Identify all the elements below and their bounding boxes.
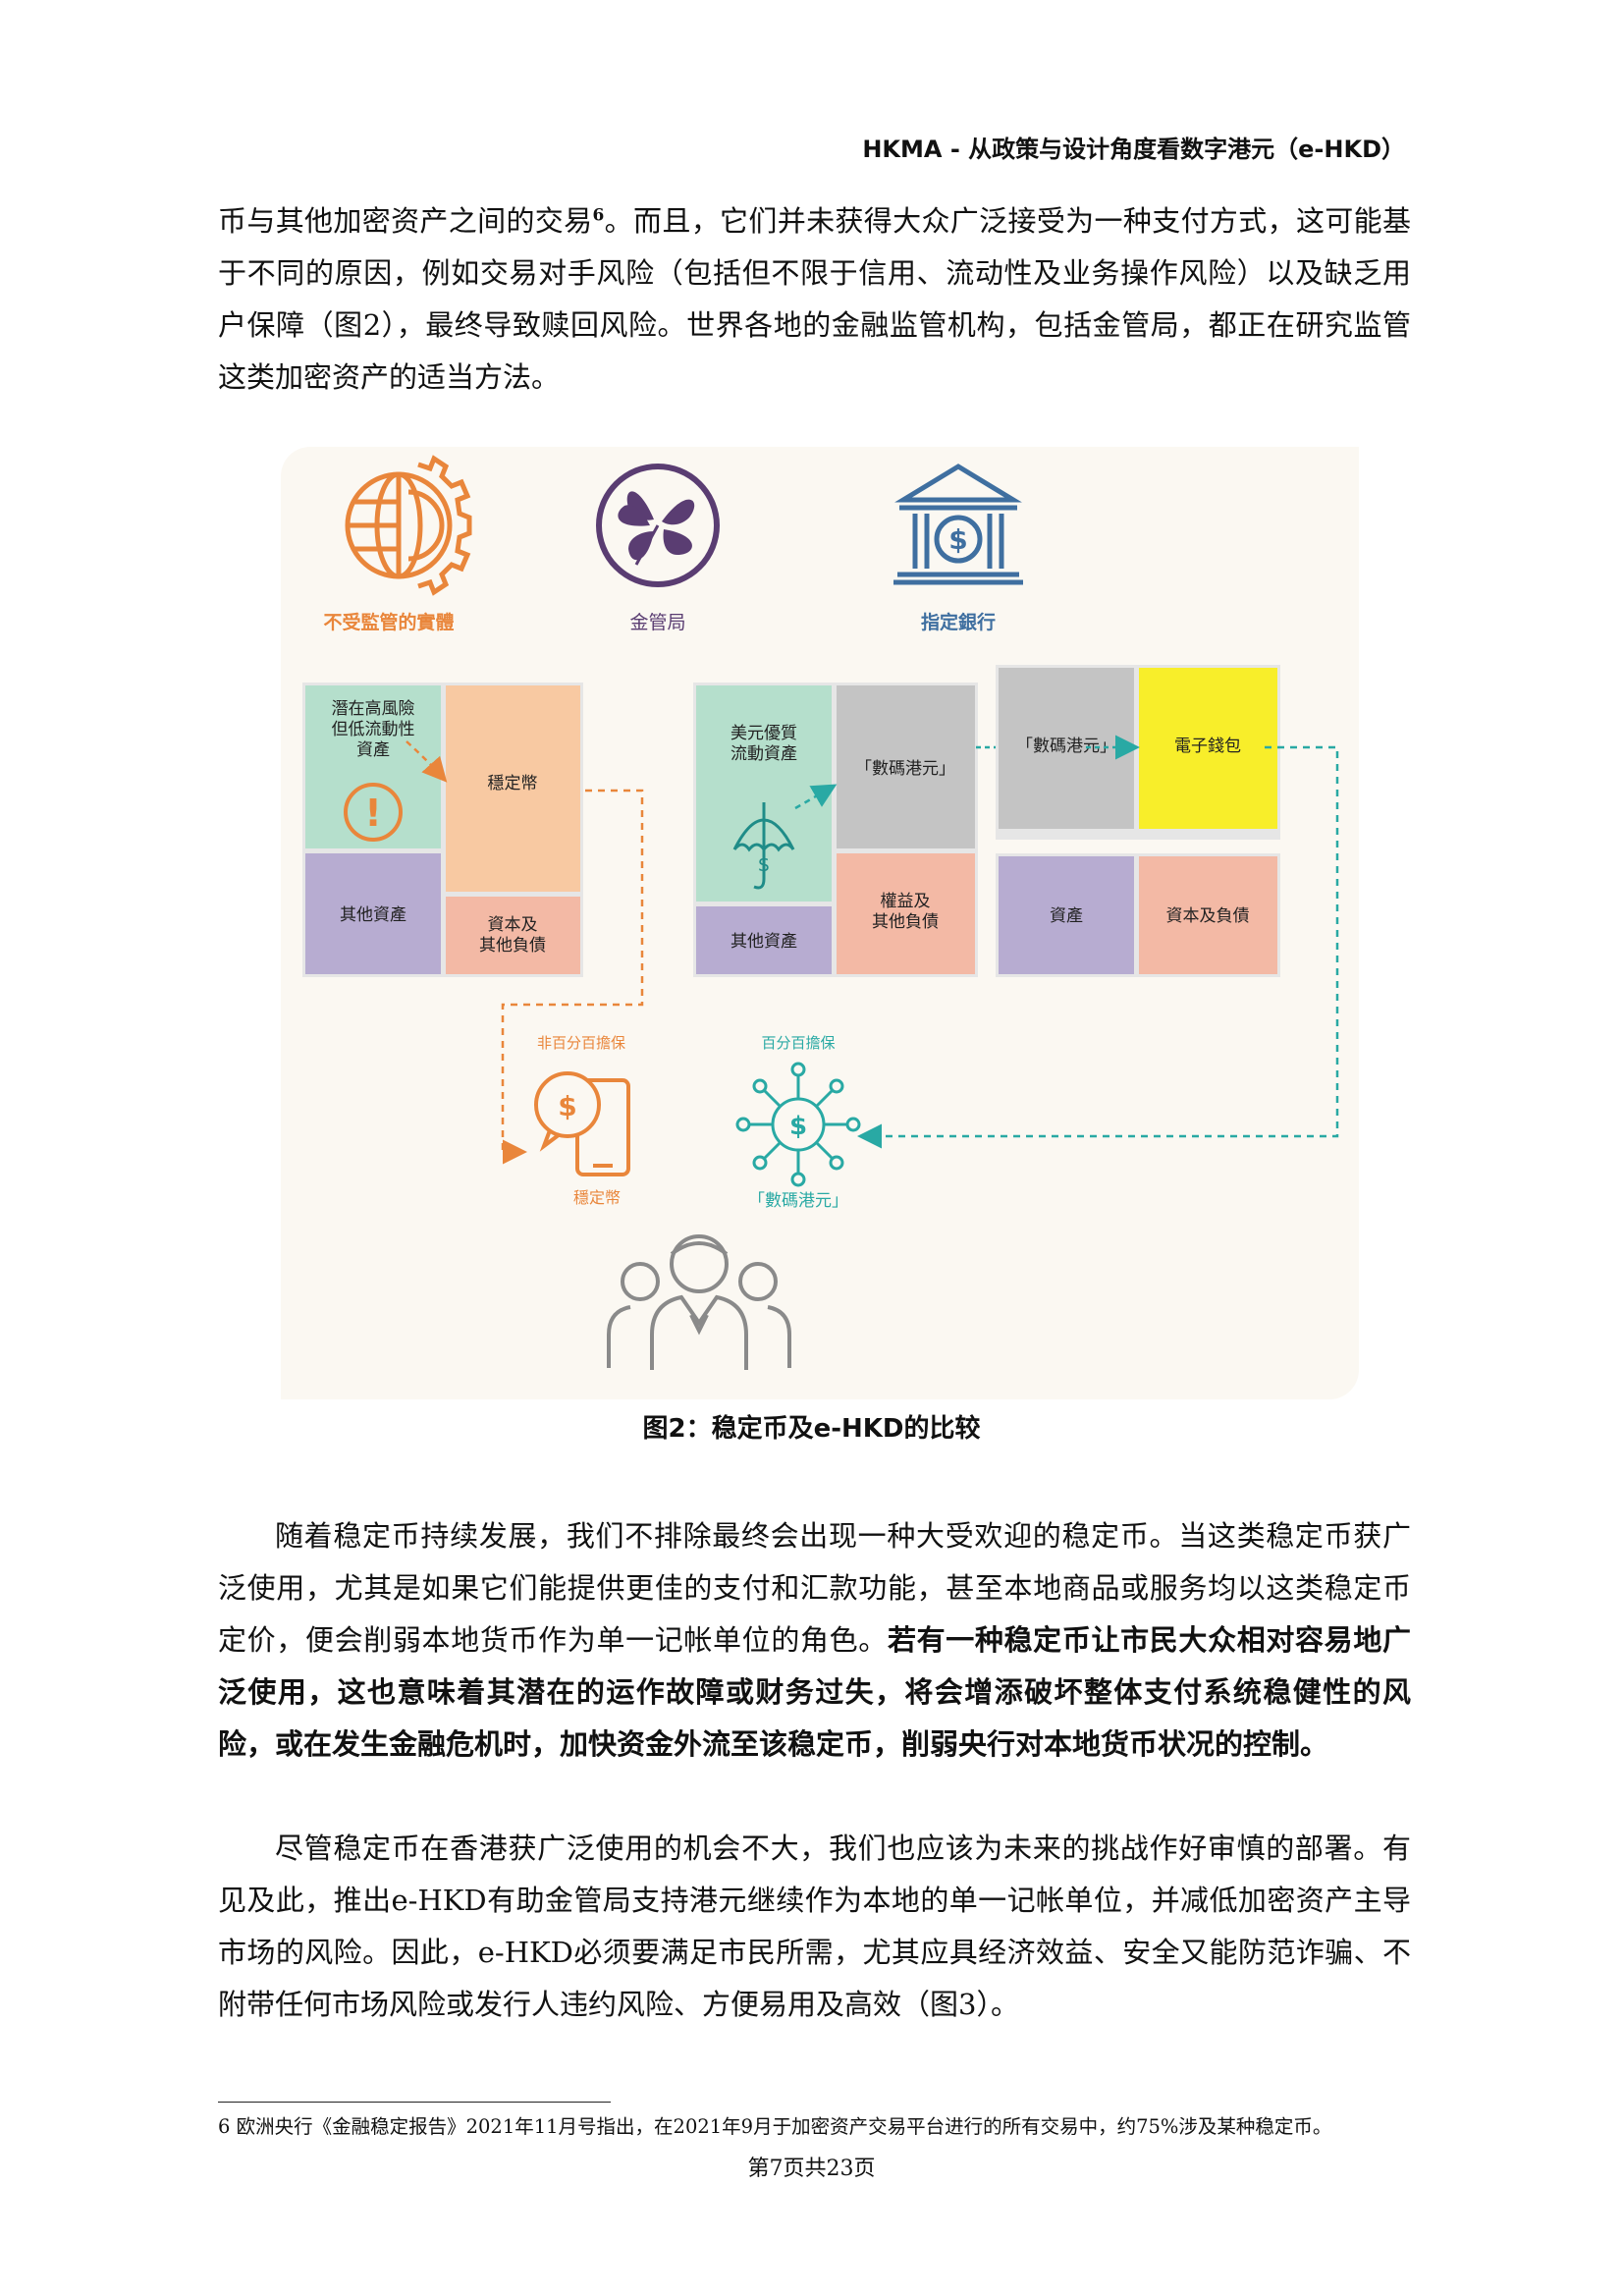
svg-text:$: $ [758,852,771,876]
paragraph-2-text: 随着稳定币持续发展，我们不排除最终会出现一种大受欢迎的稳定币。当这类稳定币获广泛… [218,1519,1411,1657]
svg-text:!: ! [364,792,381,835]
entity-label-hkma: 金管局 [629,612,685,633]
paragraph-2-bold-text: 若有一种稳定币让市民大众相对容易地广泛使用，这也意味着其潜在的运作故障或财务过失… [218,1623,1411,1761]
bank-capital-liabilities-box [1139,856,1277,974]
figure-2: 不受監管的實體 金管局 $ 指定銀行 [281,447,1359,1399]
ehkd-network-icon: $ [735,1062,861,1187]
stablecoin-box [446,685,580,892]
stablecoin-label: 穩定幣 [488,774,538,793]
svg-text:$: $ [948,523,967,556]
bank-capital-liabilities-label: 資本及負債 [1166,906,1250,926]
hkma-ehkd-label: 「數碼港元」 [855,759,955,779]
risky-assets-label: 潛在高風險但低流動性資產 [332,699,415,760]
footnote-divider [218,2102,611,2103]
paragraph-3: 尽管稳定币在香港获广泛使用的机会不大，我们也应该为未来的挑战作好审慎的部署。有见… [218,1831,1411,2021]
other-assets-label: 其他資產 [340,905,406,925]
usd-assets-label: 美元優質流動資產 [730,724,797,764]
equity-liabilities-box [837,853,975,974]
figure-caption: 图2：稳定币及e-HKD的比较 [642,1414,981,1444]
equity-liabilities-label: 權益及其他負債 [872,892,939,932]
paragraph-1-text-a: 币与其他加密资产之间的交易 [218,204,593,238]
footnote-6: 6 欧洲央行《金融稳定报告》2021年11月号指出，在2021年9月于加密资产交… [218,2115,1332,2138]
warning-icon: ! [344,783,403,842]
risky-assets-box [305,685,441,848]
entity-label-unregulated: 不受監管的實體 [323,611,454,633]
paragraph-2: 随着稳定币持续发展，我们不排除最终会出现一种大受欢迎的稳定币。当这类稳定币获广泛… [218,1510,1411,1771]
bank-assets-box [999,856,1134,974]
bank-assets-label: 資產 [1050,906,1083,926]
bank-ehkd-label: 「數碼港元」 [1016,737,1116,756]
stablecoin-ehkd-diagram: 不受監管的實體 金管局 $ 指定銀行 [302,455,1339,1370]
footnote-ref[interactable]: 6 [592,205,605,226]
risky-to-stablecoin-arrow [406,740,448,783]
full-guarantee-label: 百分百擔保 [761,1034,835,1052]
bank-ehkd-box [999,668,1134,829]
bauhinia-logo-icon [596,464,720,587]
ewallet-box [1139,668,1277,829]
paragraph-1-text-b: 。而且，它们并未获得大众广泛接受为一种支付方式，这可能基于不同的原因，例如交易对… [218,204,1411,394]
non-guarantee-label: 非百分百擔保 [537,1034,625,1052]
capital-liabilities-box [446,897,580,974]
hkma-ehkd-box [837,685,975,848]
capital-liabilities-label: 資本及其他負債 [479,915,546,956]
paragraph-1: 币与其他加密资产之间的交易6。而且，它们并未获得大众广泛接受为一种支付方式，这可… [218,195,1411,404]
usd-to-ehkd-arrow [794,784,838,810]
ewallet-label: 電子錢包 [1174,737,1241,756]
other-assets-box [305,853,441,974]
phone-stablecoin-icon: $ [534,1071,630,1176]
entity-label-bank: 指定銀行 [921,611,996,633]
umbrella-icon: $ [732,802,795,890]
hkma-other-assets-box [696,906,832,974]
people-group-icon [607,1234,791,1370]
bottom-ehkd-label: 「數碼港元」 [748,1191,848,1211]
bottom-stablecoin-label: 穩定幣 [573,1188,621,1207]
globe-gear-icon [345,455,472,596]
svg-text:$: $ [789,1112,807,1141]
bank-icon: $ [893,464,1023,585]
page-header: HKMA - 从政策与设计角度看数字港元（e-HKD） [862,136,1405,163]
svg-text:$: $ [558,1090,576,1122]
hkma-other-assets-label: 其他資產 [730,932,797,952]
page-number: 第7页共23页 [747,2157,876,2181]
